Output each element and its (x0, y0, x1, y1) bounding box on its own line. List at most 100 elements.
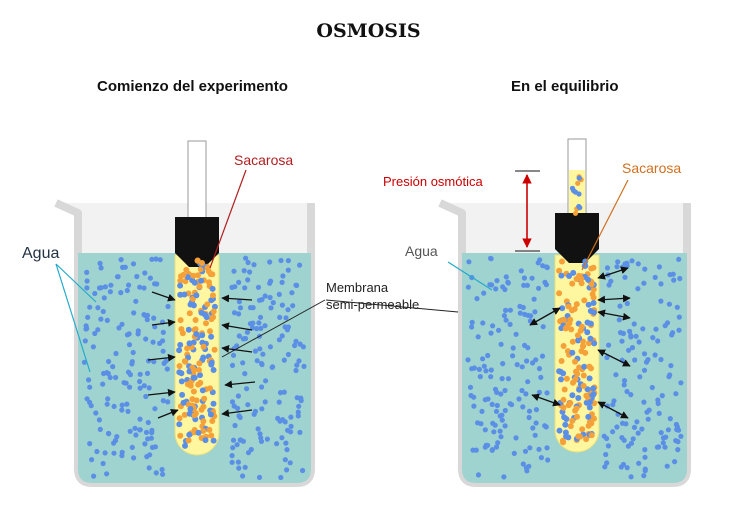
water-molecule (236, 333, 242, 339)
water-molecule (250, 305, 256, 311)
water-molecule (646, 407, 652, 413)
water-molecule (267, 259, 273, 265)
water-molecule (126, 331, 132, 337)
water-molecule (235, 405, 241, 411)
water-molecule (147, 275, 153, 281)
water-molecule (485, 396, 491, 402)
water-molecule (125, 408, 131, 414)
sucrose-molecule (187, 382, 194, 389)
water-molecule (653, 326, 659, 332)
water-molecule (629, 258, 635, 264)
sucrose-molecule (571, 306, 578, 312)
water-molecule (147, 452, 153, 458)
water-molecule (178, 378, 185, 385)
water-molecule (631, 424, 638, 430)
water-molecule (242, 285, 248, 291)
sucrose-molecule (210, 308, 217, 315)
water-molecule (274, 441, 280, 447)
water-molecule (251, 262, 257, 268)
water-molecule (298, 395, 304, 401)
water-molecule (120, 264, 126, 270)
sucrose-molecule (210, 314, 217, 321)
sucrose-molecule (572, 358, 578, 365)
water-molecule (565, 434, 572, 441)
water-molecule (643, 359, 650, 365)
water-molecule (119, 402, 125, 408)
water-molecule (276, 291, 282, 297)
water-molecule (488, 374, 494, 380)
right-stopper (555, 213, 599, 263)
water-molecule (645, 416, 651, 422)
water-molecule (278, 474, 284, 481)
water-molecule (257, 431, 263, 437)
water-molecule (118, 290, 124, 296)
water-molecule (151, 315, 157, 321)
water-molecule (590, 391, 597, 398)
sucrose-label-right: Sacarosa (622, 160, 682, 176)
water-molecule (180, 399, 187, 406)
water-molecule (544, 445, 550, 451)
water-molecule (198, 277, 205, 284)
water-molecule (295, 413, 301, 419)
water-molecule (532, 309, 538, 315)
water-molecule (289, 290, 295, 296)
water-molecule (186, 340, 193, 347)
water-molecule (616, 317, 622, 323)
water-molecule (633, 333, 639, 339)
water-molecule (104, 370, 110, 376)
water-molecule (470, 447, 476, 453)
water-molecule (585, 276, 592, 283)
water-molecule (102, 450, 108, 456)
sucrose-molecule (561, 386, 568, 393)
water-molecule (210, 437, 217, 444)
sucrose-molecule (176, 415, 183, 422)
water-molecule (124, 287, 130, 294)
sucrose-molecule (589, 291, 596, 298)
water-molecule (465, 357, 471, 363)
water-molecule (533, 407, 540, 413)
sucrose-molecule (583, 436, 590, 443)
water-molecule (279, 302, 285, 308)
water-molecule (146, 465, 152, 471)
water-molecule (98, 316, 104, 322)
water-molecule (558, 376, 564, 383)
water-molecule (521, 275, 528, 281)
water-molecule (545, 457, 551, 463)
water-molecule (197, 372, 203, 379)
sucrose-molecule (196, 360, 203, 367)
water-molecule (126, 282, 132, 288)
water-molecule (95, 327, 101, 333)
water-molecule (190, 374, 197, 381)
sucrose-molecule (580, 382, 587, 389)
capillary-molecule (572, 189, 579, 195)
water-molecule (570, 269, 577, 276)
water-molecule (628, 334, 634, 340)
sucrose-molecule (560, 316, 567, 323)
water-molecule (507, 307, 513, 313)
water-molecule (536, 389, 543, 395)
water-molecule (624, 465, 630, 471)
water-molecule (538, 374, 544, 380)
water-molecule (95, 305, 101, 311)
water-molecule (480, 320, 486, 326)
water-molecule (639, 426, 645, 432)
water-molecule (277, 390, 284, 396)
water-molecule (267, 280, 273, 286)
water-flow-arrow (147, 388, 176, 397)
water-molecule (160, 398, 166, 404)
osmotic-pressure-label: Presión osmótica (383, 174, 483, 189)
water-molecule (255, 284, 262, 290)
water-molecule (288, 414, 294, 420)
water-molecule (187, 406, 194, 412)
water-molecule (275, 415, 281, 421)
water-molecule (190, 302, 197, 309)
sucrose-molecule (580, 338, 586, 345)
water-molecule (199, 332, 206, 339)
water-molecule (524, 282, 531, 288)
water-molecule (284, 467, 290, 473)
water-molecule (658, 356, 664, 363)
water-molecule (100, 308, 106, 315)
sucrose-molecule (582, 349, 589, 356)
water-molecule (107, 374, 113, 381)
water-molecule (160, 329, 166, 335)
